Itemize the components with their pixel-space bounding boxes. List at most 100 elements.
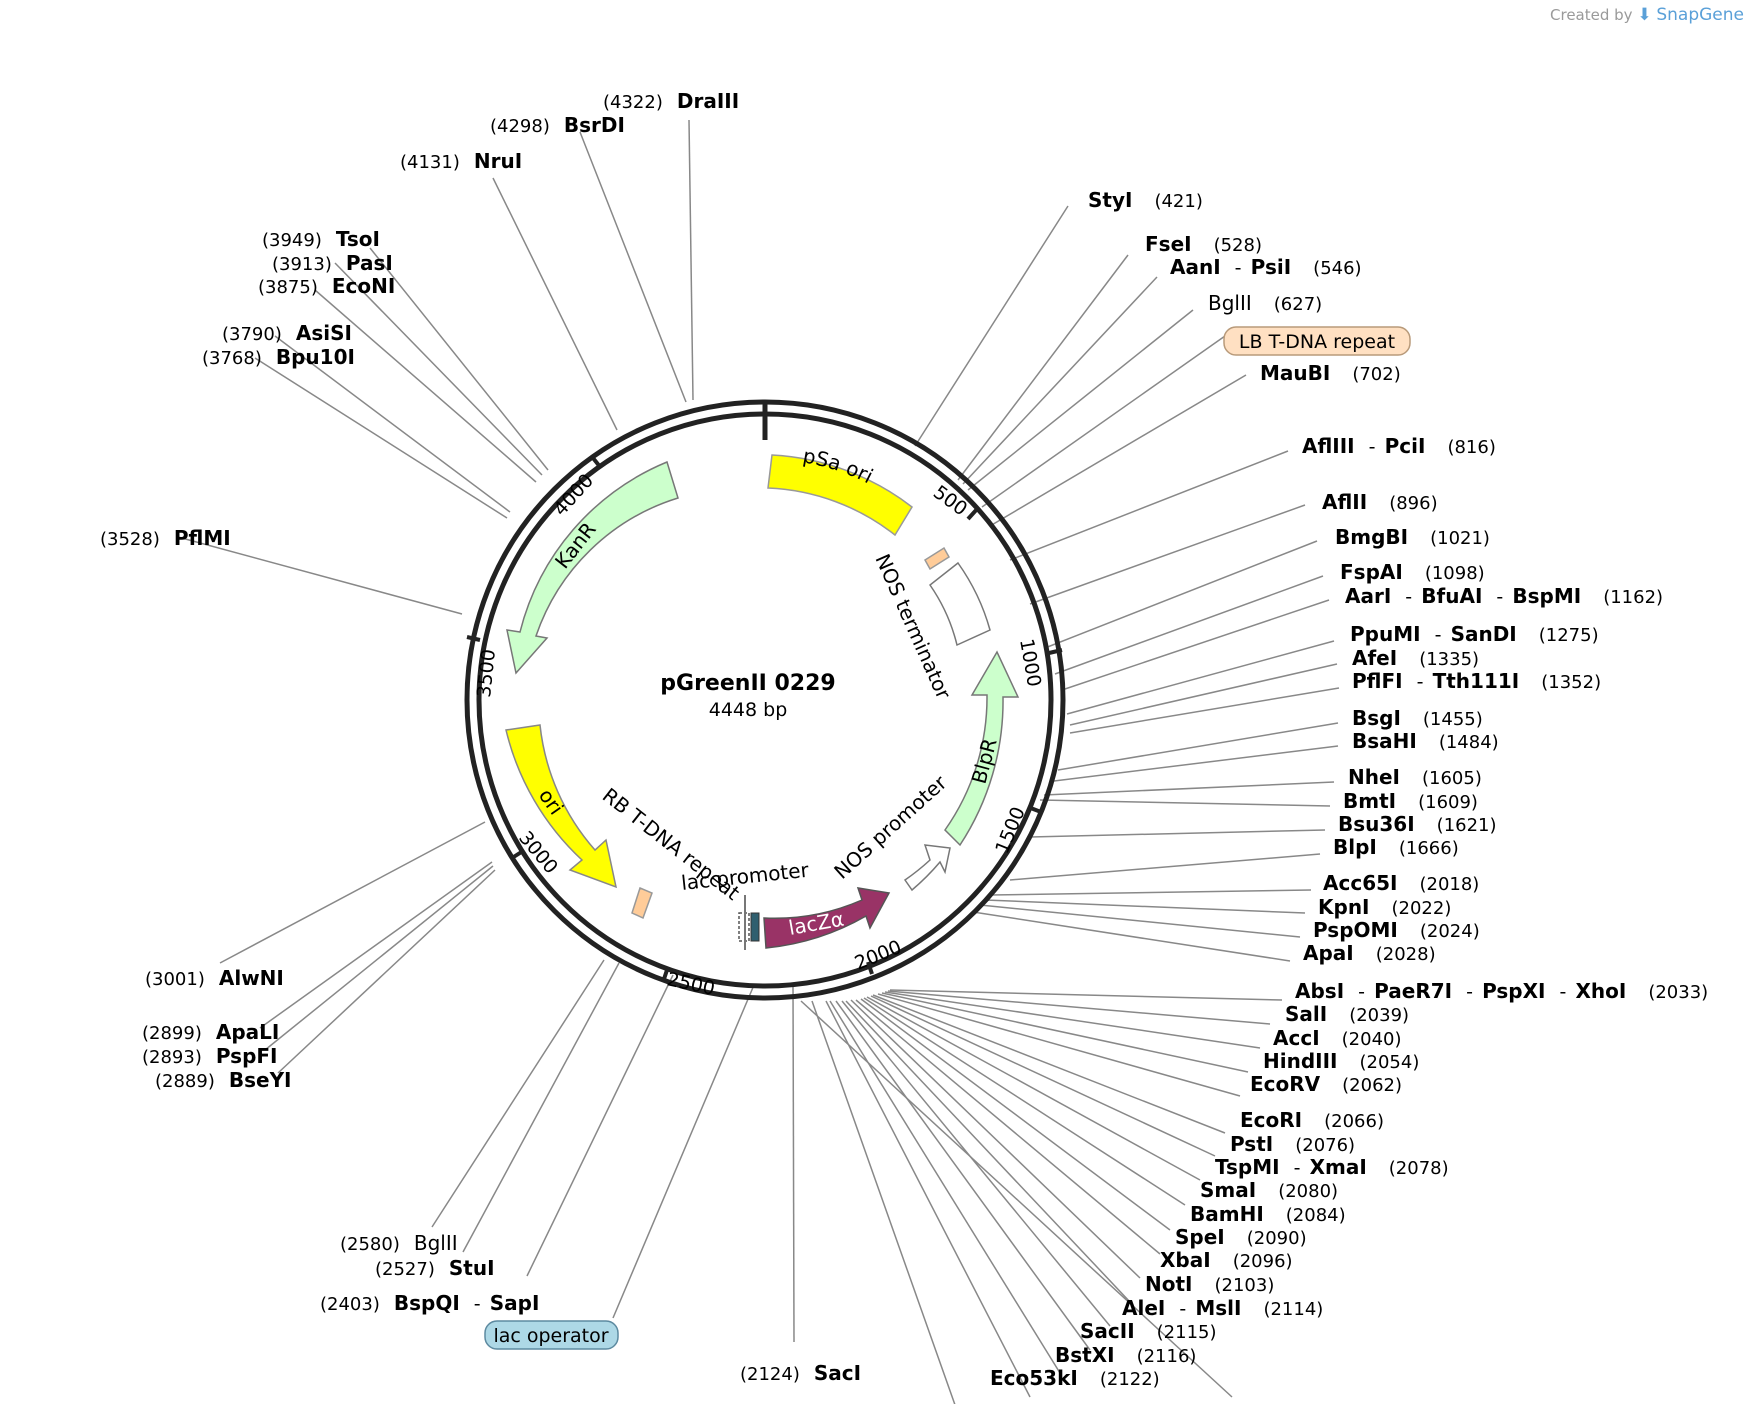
feature-lacz-alpha[interactable] [763, 887, 891, 949]
lb-tdna-repeat-label: LB T-DNA repeat [1239, 331, 1395, 353]
restriction-site-absi[interactable]: AbsI-PaeR7I-PspXI-XhoI(2033) [1295, 979, 1708, 1003]
restriction-site-tsoi[interactable]: (3949)TsoI [262, 227, 380, 251]
feature-lac-operator-marker[interactable] [750, 912, 760, 942]
restriction-site-pflmi[interactable]: (3528)PflMI [100, 526, 231, 550]
restriction-site-fsei[interactable]: FseI(528) [1145, 232, 1262, 256]
feature-kanr[interactable] [506, 460, 679, 675]
site-enzyme-name: NotI [1145, 1272, 1192, 1296]
restriction-site-ecorv[interactable]: EcoRV(2062) [1250, 1072, 1402, 1096]
restriction-site-pflfi[interactable]: PflFI-Tth111I(1352) [1352, 669, 1601, 693]
restriction-site-bsu36i[interactable]: Bsu36I(1621) [1338, 812, 1497, 836]
restriction-site-bglii[interactable]: BglII(627) [1208, 291, 1322, 315]
feature-rb-tdna-repeat[interactable] [631, 886, 653, 920]
restriction-site-draiii[interactable]: (4322)DraIII [603, 89, 739, 113]
restriction-site-aflii[interactable]: AflII(896) [1322, 490, 1438, 514]
restriction-site-afei[interactable]: AfeI(1335) [1352, 646, 1479, 670]
site-position: (2103) [1214, 1275, 1274, 1296]
restriction-site-stui[interactable]: (2527)StuI [375, 1256, 495, 1280]
restriction-site-acci[interactable]: AccI(2040) [1273, 1026, 1402, 1050]
restriction-site-bmgbi[interactable]: BmgBI(1021) [1335, 525, 1490, 549]
restriction-site-eco53ki[interactable]: Eco53kI(2122) [990, 1366, 1160, 1390]
site-position: (3790) [222, 324, 282, 345]
restriction-site-nrui[interactable]: (4131)NruI [400, 149, 522, 173]
restriction-site-econi[interactable]: (3875)EcoNI [258, 274, 395, 298]
site-enzyme-name: SpeI [1175, 1225, 1225, 1249]
restriction-site-pspfi[interactable]: (2893)PspFI [142, 1044, 278, 1068]
lb-tdna-repeat-box[interactable] [1223, 326, 1411, 356]
restriction-site-afliii[interactable]: AflIII-PciI(816) [1302, 434, 1496, 458]
restriction-site-bseyi[interactable]: (2889)BseYI [155, 1068, 292, 1092]
site-enzyme-name: Acc65I [1323, 871, 1397, 895]
site-enzyme-name: AfeI [1352, 646, 1397, 670]
restriction-site-bamhi[interactable]: BamHI(2084) [1190, 1202, 1346, 1226]
restriction-site-acc65i[interactable]: Acc65I(2018) [1323, 871, 1479, 895]
restriction-site-apali[interactable]: (2899)ApaLI [142, 1020, 279, 1044]
restriction-site-bsahi[interactable]: BsaHI(1484) [1352, 729, 1499, 753]
restriction-site-styi[interactable]: StyI(421) [1088, 188, 1203, 212]
site-position: (2028) [1376, 944, 1436, 965]
restriction-site-hindiii[interactable]: HindIII(2054) [1263, 1049, 1419, 1073]
restriction-site-bspqi[interactable]: (2403)BspQI-SapI [320, 1291, 539, 1315]
site-enzyme-name: AarI [1345, 584, 1391, 608]
restriction-site-aani[interactable]: AanI-PsiI(546) [1170, 255, 1362, 279]
restriction-site-alwni[interactable]: (3001) AlwNI [145, 966, 284, 990]
site-position: (1098) [1425, 563, 1485, 584]
site-position: (2899) [142, 1023, 202, 1044]
restriction-site-psti[interactable]: PstI(2076) [1230, 1132, 1355, 1156]
site-enzyme-name: SapI [490, 1291, 540, 1315]
restriction-site-nhei[interactable]: NheI(1605) [1348, 765, 1482, 789]
restriction-site-alei[interactable]: AleI-MslI(2114) [1122, 1296, 1323, 1320]
restriction-site-bstxi[interactable]: BstXI(2116) [1055, 1343, 1196, 1367]
site-name-separator: - [1435, 624, 1442, 646]
restriction-site-bpu10i[interactable]: (3768)Bpu10I [202, 345, 355, 369]
restriction-site-bglii[interactable]: (2580)BglII [340, 1231, 458, 1255]
restriction-site-bmti[interactable]: BmtI(1609) [1343, 789, 1478, 813]
feature-blpr[interactable] [944, 650, 1020, 847]
restriction-site-saci[interactable]: (2124)SacI [740, 1361, 861, 1385]
site-enzyme-name: FspAI [1340, 560, 1403, 584]
lac-operator-box[interactable] [484, 1320, 619, 1350]
snapgene-credit: Created by ⬇ SnapGene [1550, 5, 1744, 25]
restriction-site-xbai[interactable]: XbaI(2096) [1160, 1248, 1293, 1272]
feature-lb-tdna-repeat[interactable] [924, 546, 950, 571]
restriction-site-sali[interactable]: SalI(2039) [1285, 1002, 1409, 1026]
restriction-site-spei[interactable]: SpeI(2090) [1175, 1225, 1307, 1249]
restriction-site-kpni[interactable]: KpnI(2022) [1318, 895, 1451, 919]
site-enzyme-name: BsrDI [564, 113, 625, 137]
site-enzyme-name: AsiSI [296, 321, 352, 345]
site-enzyme-name: Bpu10I [276, 345, 355, 369]
feature-psa-ori[interactable] [767, 454, 913, 537]
restriction-site-ecori[interactable]: EcoRI(2066) [1240, 1108, 1384, 1132]
site-enzyme-name: AccI [1273, 1026, 1320, 1050]
site-enzyme-name: MslI [1195, 1296, 1241, 1320]
feature-nos-terminator[interactable] [928, 561, 991, 647]
restriction-site-aari[interactable]: AarI-BfuAI-BspMI(1162) [1345, 584, 1663, 608]
site-position: (2080) [1278, 1181, 1338, 1202]
restriction-site-smai[interactable]: SmaI(2080) [1200, 1178, 1338, 1202]
restriction-site-bsrdi[interactable]: (4298)BsrDI [490, 113, 625, 137]
restriction-site-apai[interactable]: ApaI(2028) [1303, 941, 1436, 965]
site-enzyme-name: PspXI [1482, 979, 1545, 1003]
restriction-site-pasi[interactable]: (3913)PasI [272, 251, 393, 275]
restriction-site-sacii[interactable]: SacII(2115) [1080, 1319, 1217, 1343]
restriction-site-pspomi[interactable]: PspOMI(2024) [1313, 918, 1480, 942]
restriction-site-asisi[interactable]: (3790) AsiSI [222, 321, 352, 345]
restriction-site-blpi[interactable]: BlpI(1666) [1333, 835, 1459, 859]
site-enzyme-name: EcoRV [1250, 1072, 1321, 1096]
site-position: (546) [1313, 258, 1361, 279]
restriction-site-tspmi[interactable]: TspMI-XmaI(2078) [1215, 1155, 1449, 1179]
site-enzyme-name: AbsI [1295, 979, 1344, 1003]
site-position: (1666) [1399, 838, 1459, 859]
restriction-site-bsgi[interactable]: BsgI(1455) [1352, 706, 1483, 730]
site-position: (3001) [145, 969, 205, 990]
restriction-site-fspai[interactable]: FspAI (1098) [1340, 560, 1485, 584]
restriction-site-maubi[interactable]: MauBI(702) [1260, 361, 1401, 385]
restriction-site-ppumi[interactable]: PpuMI-SanDI(1275) [1350, 622, 1599, 646]
site-enzyme-name: MauBI [1260, 361, 1330, 385]
restriction-site-noti[interactable]: NotI (2103) [1145, 1272, 1274, 1296]
site-enzyme-name: BspMI [1512, 584, 1581, 608]
feature-nos-promoter[interactable] [903, 844, 951, 892]
feature-ori[interactable] [505, 724, 618, 889]
site-enzyme-name: AlwNI [219, 966, 284, 990]
site-enzyme-name: BglII [414, 1231, 458, 1255]
